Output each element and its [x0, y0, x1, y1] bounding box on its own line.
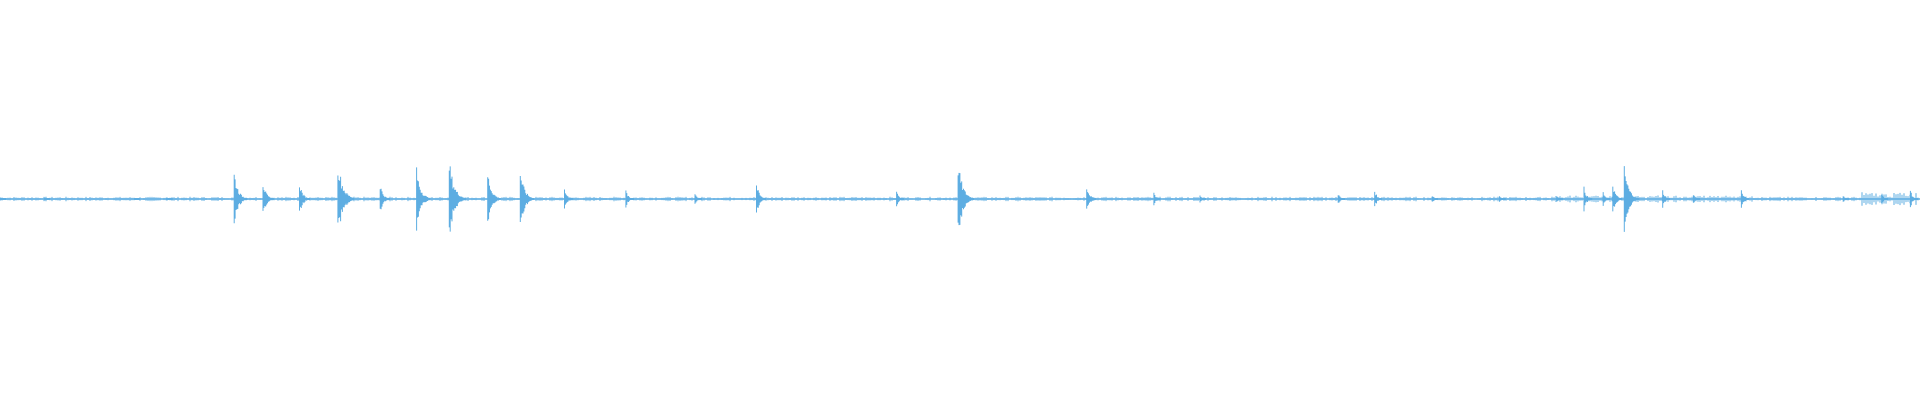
waveform-peak — [1583, 186, 1593, 212]
waveform-peak — [1692, 195, 1701, 203]
waveform-peak — [416, 167, 431, 231]
waveform-peak — [756, 185, 766, 213]
waveform-peak — [299, 187, 310, 211]
waveform-peak — [43, 197, 51, 201]
waveform-peak — [1086, 189, 1097, 209]
waveform-peak — [379, 188, 390, 210]
waveform-peak — [1842, 196, 1850, 202]
waveform-peak — [1623, 166, 1640, 232]
waveform-peak — [1153, 192, 1161, 206]
waveform-peak — [1612, 186, 1623, 212]
waveform-peak — [1556, 196, 1563, 202]
waveform-peak — [1881, 195, 1889, 203]
waveform-peak — [0, 197, 6, 201]
waveform-peaks — [0, 166, 1919, 232]
waveform-peak — [1602, 192, 1610, 206]
waveform-peak — [957, 172, 974, 226]
waveform-peak — [487, 177, 501, 221]
waveform-peak — [262, 187, 274, 211]
waveform-peak — [1374, 191, 1383, 207]
waveform-peak — [1199, 195, 1206, 203]
waveform-peak — [448, 166, 466, 232]
waveform-peak — [1909, 190, 1919, 208]
waveform-peak — [1662, 190, 1671, 208]
waveform-peak — [166, 197, 173, 201]
waveform-peak — [694, 194, 702, 204]
waveform-peak — [625, 190, 634, 208]
waveform-peak — [1337, 195, 1345, 203]
waveform-peak — [233, 174, 248, 224]
waveform-peak — [1740, 190, 1750, 208]
waveform-peak — [519, 176, 535, 222]
waveform-peak — [1499, 196, 1506, 202]
waveform-peak — [133, 198, 140, 200]
waveform-peak — [564, 189, 574, 209]
waveform-peak — [896, 191, 905, 207]
waveform-peak — [337, 175, 355, 223]
waveform-peak — [1431, 196, 1439, 202]
